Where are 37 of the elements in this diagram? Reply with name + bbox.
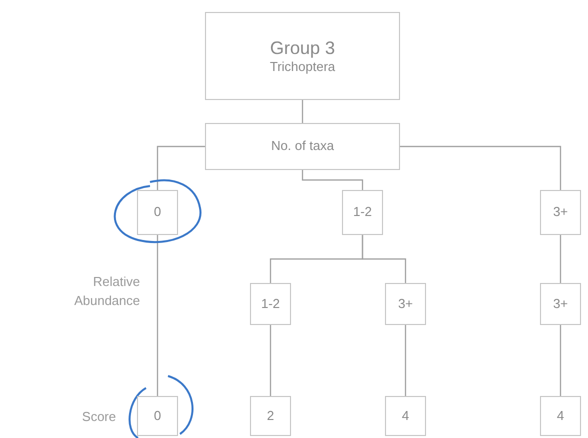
box-label: No. of taxa bbox=[271, 138, 334, 155]
connector-line bbox=[560, 235, 562, 283]
category-box bbox=[540, 190, 581, 235]
group-name: Trichoptera bbox=[270, 59, 336, 76]
category-box bbox=[385, 283, 426, 325]
category-box bbox=[540, 396, 581, 436]
box-label: 2 bbox=[266, 408, 274, 424]
connector-line bbox=[302, 170, 364, 190]
box-label: 1-2 bbox=[353, 204, 372, 221]
title-box bbox=[205, 12, 400, 100]
connector-line bbox=[270, 325, 272, 396]
box-label: 0 bbox=[154, 408, 162, 424]
connector-line bbox=[302, 100, 304, 123]
category-box bbox=[137, 190, 178, 235]
group-title: Group 3 bbox=[270, 36, 336, 60]
connector-line bbox=[156, 146, 205, 190]
box-label: 3+ bbox=[398, 296, 413, 312]
box-label: 0 bbox=[154, 204, 162, 221]
category-box bbox=[250, 396, 291, 436]
category-box bbox=[540, 283, 581, 325]
category-box bbox=[385, 396, 426, 436]
connector-line bbox=[560, 325, 562, 396]
connector-line bbox=[156, 235, 158, 396]
box-label: 3+ bbox=[553, 204, 568, 221]
category-box bbox=[342, 190, 383, 235]
category-box bbox=[137, 396, 178, 436]
category-box bbox=[205, 123, 400, 170]
box-label: 1-2 bbox=[261, 296, 280, 312]
connector-line bbox=[362, 235, 406, 283]
row-label: Relative Abundance bbox=[73, 273, 140, 310]
box-label: 3+ bbox=[553, 296, 568, 312]
connector-line bbox=[404, 325, 406, 396]
box-label: 4 bbox=[556, 408, 564, 424]
connector-line bbox=[400, 146, 562, 190]
box-label: 4 bbox=[402, 408, 410, 424]
category-box bbox=[250, 283, 291, 325]
row-label: Score bbox=[81, 408, 116, 426]
